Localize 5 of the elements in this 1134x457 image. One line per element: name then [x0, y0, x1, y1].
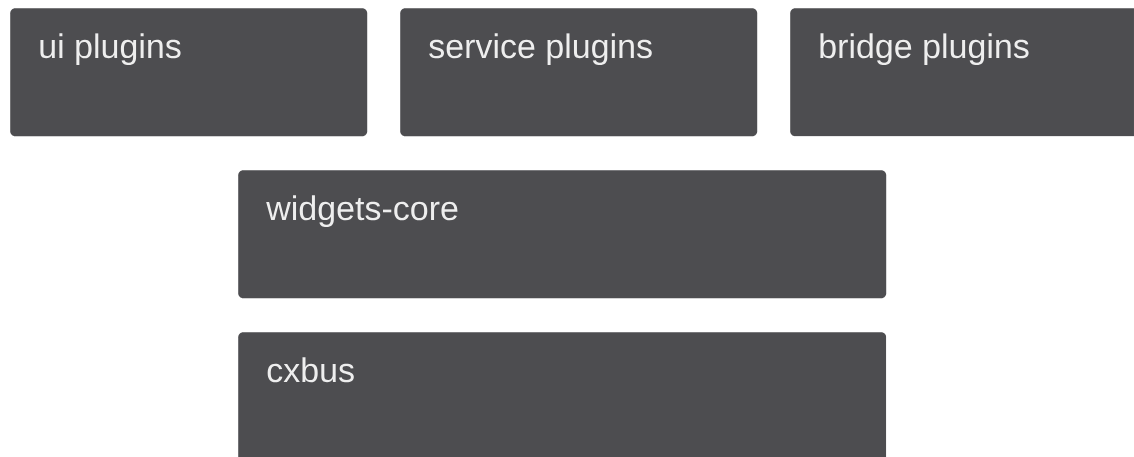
plugin-box: bridge plugins — [790, 8, 1134, 137]
module-box: cxbus — [238, 332, 887, 457]
plugin-box: service plugins — [400, 8, 758, 137]
plugin-box: ui plugins — [10, 8, 368, 137]
module-box: widgets-core — [238, 170, 887, 299]
